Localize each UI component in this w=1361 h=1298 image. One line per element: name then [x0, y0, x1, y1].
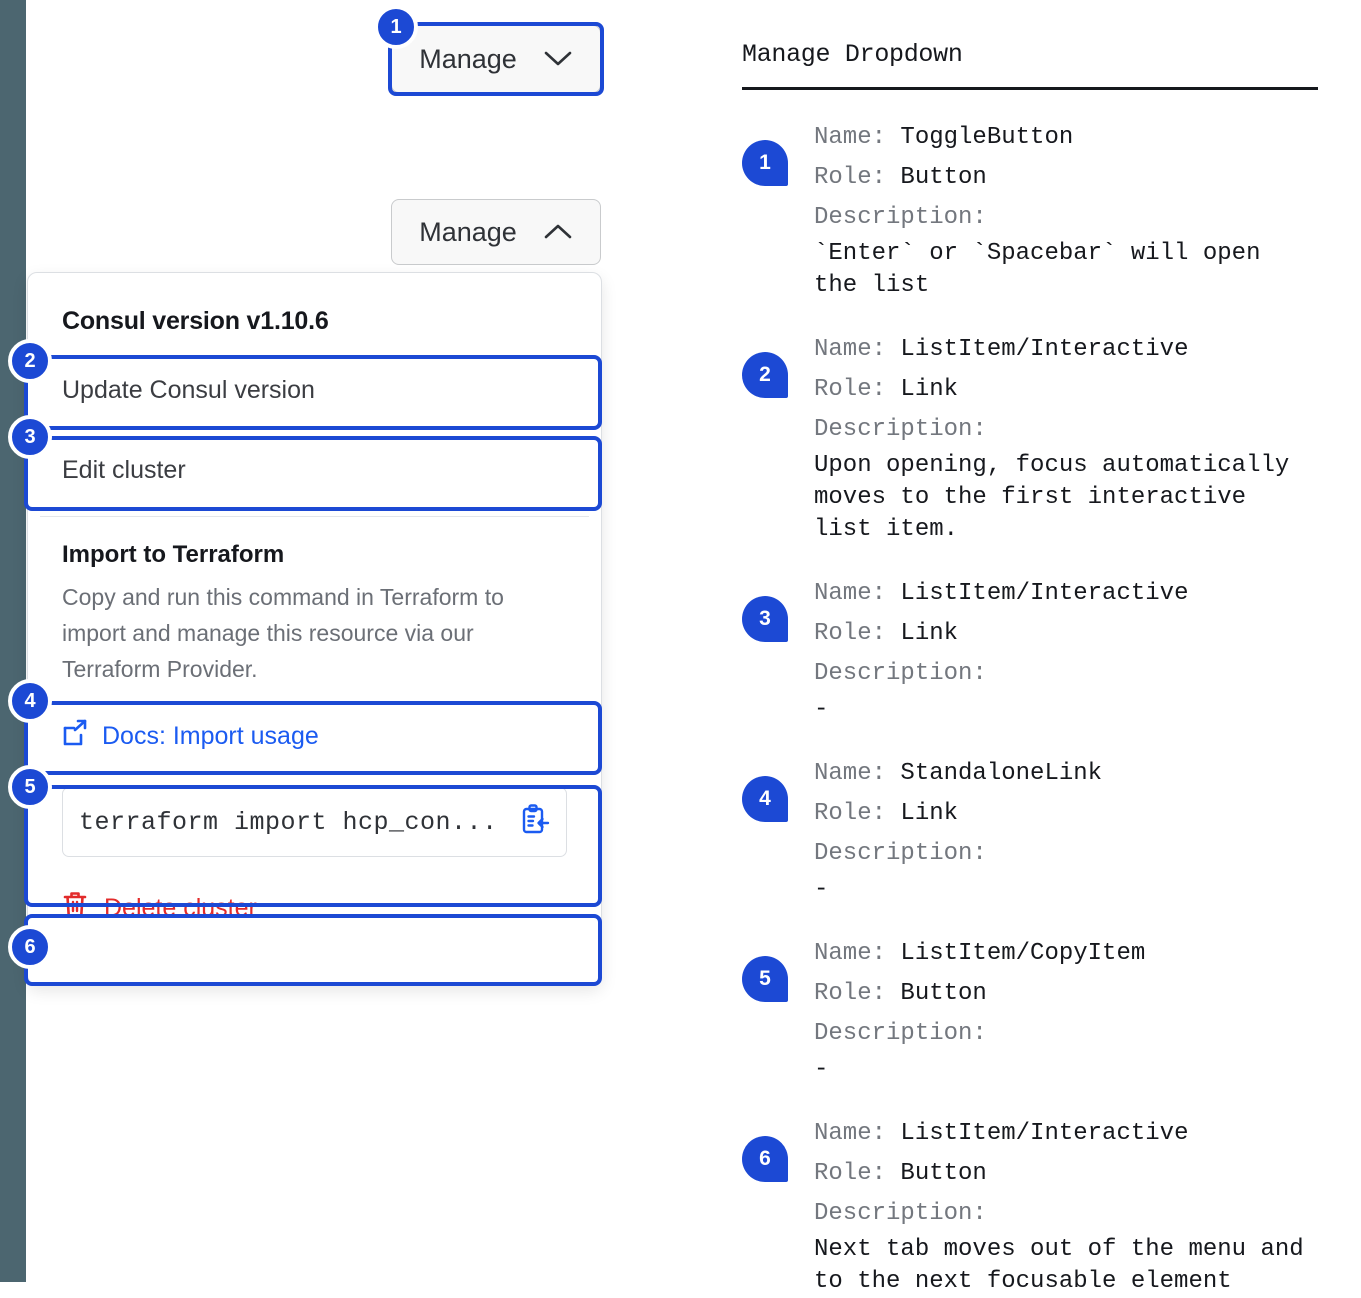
doc-role-label: Role:: [814, 800, 887, 827]
doc-description-label: Description:: [814, 204, 987, 231]
doc-name-label: Name:: [814, 580, 887, 607]
menu-item-delete-cluster[interactable]: Delete cluster: [28, 871, 601, 945]
doc-role-label: Role:: [814, 1160, 887, 1187]
doc-description-value: Upon opening, focus automatically moves …: [814, 452, 1290, 543]
doc-entry: 3 Name: ListItem/Interactive Role: Link …: [742, 574, 1318, 726]
menu-item-label: Update Consul version: [62, 375, 315, 404]
annotation-badge-4: 4: [8, 679, 52, 723]
manage-toggle-button-collapsed[interactable]: Manage: [391, 25, 601, 93]
doc-role-label: Role:: [814, 164, 887, 191]
doc-name-value: ListItem/Interactive: [900, 580, 1189, 607]
manage-dropdown-menu: Consul version v1.10.6 Update Consul ver…: [27, 272, 602, 985]
doc-name-label: Name:: [814, 760, 887, 787]
doc-role-value: Button: [900, 1160, 987, 1187]
manage-button-label: Manage: [419, 43, 517, 74]
doc-entry: 6 Name: ListItem/Interactive Role: Butto…: [742, 1114, 1318, 1298]
doc-entry: 2 Name: ListItem/Interactive Role: Link …: [742, 330, 1318, 546]
doc-role-label: Role:: [814, 376, 887, 403]
doc-role-value: Button: [900, 164, 987, 191]
doc-description-value: -: [814, 876, 829, 903]
doc-description-value: Next tab moves out of the menu and to th…: [814, 1236, 1304, 1295]
doc-description-label: Description:: [814, 1200, 987, 1227]
doc-entry: 1 Name: ToggleButton Role: Button Descri…: [742, 118, 1318, 302]
doc-name-label: Name:: [814, 1120, 887, 1147]
chevron-down-icon: [543, 44, 573, 75]
annotation-badge-1: 1: [374, 5, 418, 49]
doc-description-value: `Enter` or `Spacebar` will open the list: [814, 240, 1261, 299]
doc-description-value: -: [814, 696, 829, 723]
doc-badge-4: 4: [742, 776, 788, 822]
doc-panel-rule: [742, 87, 1318, 90]
manage-toggle-button-expanded[interactable]: Manage: [391, 199, 601, 265]
doc-role-value: Link: [900, 800, 959, 827]
annotation-badge-3: 3: [8, 415, 52, 459]
doc-name-label: Name:: [814, 336, 887, 363]
doc-description-label: Description:: [814, 416, 987, 443]
doc-role-label: Role:: [814, 620, 887, 647]
terraform-command-copy-field[interactable]: terraform import hcp_con...: [62, 787, 567, 857]
doc-entry: 5 Name: ListItem/CopyItem Role: Button D…: [742, 934, 1318, 1086]
doc-name-value: StandaloneLink: [900, 760, 1103, 787]
documentation-panel: Manage Dropdown 1 Name: ToggleButton Rol…: [742, 40, 1318, 1298]
import-to-terraform-title: Import to Terraform: [62, 541, 285, 568]
doc-badge-3: 3: [742, 596, 788, 642]
left-nav-rail: [0, 0, 26, 1282]
doc-entry: 4 Name: StandaloneLink Role: Link Descri…: [742, 754, 1318, 906]
terraform-command-text: terraform import hcp_con...: [79, 807, 498, 837]
delete-cluster-label: Delete cluster: [104, 893, 257, 922]
doc-badge-6: 6: [742, 1136, 788, 1182]
doc-badge-5: 5: [742, 956, 788, 1002]
doc-name-value: ListItem/Interactive: [900, 336, 1189, 363]
clipboard-copy-icon[interactable]: [520, 803, 550, 841]
trash-icon: [62, 890, 88, 927]
chevron-up-icon: [543, 217, 573, 248]
annotation-badge-5: 5: [8, 765, 52, 809]
doc-name-value: ToggleButton: [900, 124, 1074, 151]
doc-badge-2: 2: [742, 352, 788, 398]
docs-import-usage-link[interactable]: Docs: Import usage: [28, 699, 601, 773]
doc-panel-title: Manage Dropdown: [742, 40, 963, 69]
doc-description-value: -: [814, 1056, 829, 1083]
docs-link-label: Docs: Import usage: [102, 721, 319, 750]
doc-name-label: Name:: [814, 940, 887, 967]
menu-item-update-consul-version[interactable]: Update Consul version: [28, 350, 601, 430]
doc-name-value: ListItem/CopyItem: [900, 940, 1146, 967]
doc-role-value: Button: [900, 980, 987, 1007]
doc-role-label: Role:: [814, 980, 887, 1007]
external-link-docs-icon: [62, 719, 88, 754]
manage-button-label-expanded: Manage: [419, 216, 517, 247]
doc-description-label: Description:: [814, 1020, 987, 1047]
annotation-badge-6: 6: [8, 925, 52, 969]
doc-name-label: Name:: [814, 124, 887, 151]
doc-badge-1: 1: [742, 140, 788, 186]
menu-divider: [40, 516, 589, 517]
consul-version-header: Consul version v1.10.6: [62, 307, 329, 335]
import-to-terraform-description: Copy and run this command in Terraform t…: [62, 584, 504, 682]
doc-name-value: ListItem/Interactive: [900, 1120, 1189, 1147]
doc-role-value: Link: [900, 620, 959, 647]
menu-item-label: Edit cluster: [62, 455, 186, 484]
doc-role-value: Link: [900, 376, 959, 403]
menu-item-edit-cluster[interactable]: Edit cluster: [28, 430, 601, 510]
doc-description-label: Description:: [814, 660, 987, 687]
annotation-badge-2: 2: [8, 339, 52, 383]
doc-description-label: Description:: [814, 840, 987, 867]
